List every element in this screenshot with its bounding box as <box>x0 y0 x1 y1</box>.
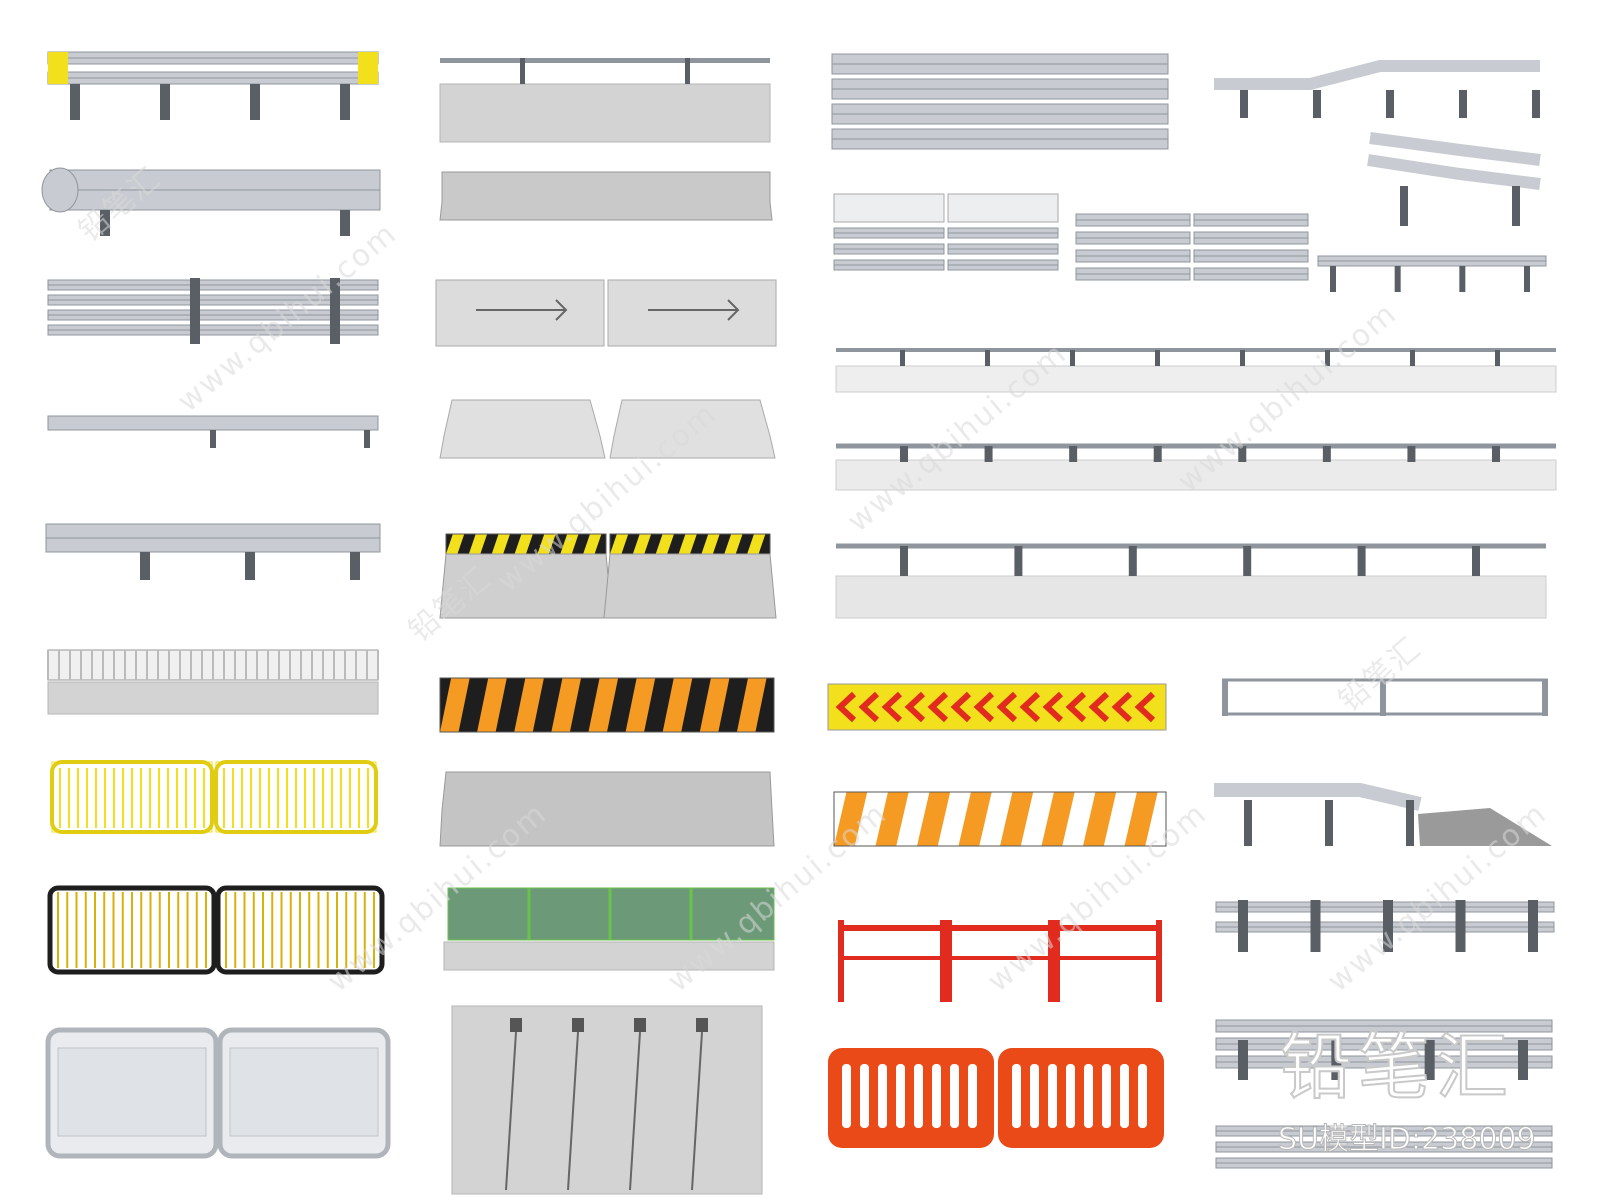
stacked-guardrails <box>1215 1019 1553 1169</box>
w-beam-to-concrete-end <box>1214 783 1552 846</box>
hazard-striped-concrete-barrier <box>439 533 777 619</box>
orange-white-striped-barrier <box>833 791 1167 847</box>
yellow-crowd-barrier <box>50 760 378 834</box>
double-rail-guardrail <box>1215 900 1555 952</box>
red-white-fence-barrier <box>838 920 1162 1002</box>
orange-plastic-barrier <box>828 1048 1164 1148</box>
simple-rail-frame <box>1222 678 1548 716</box>
mesh-and-beam-panels <box>833 193 1309 281</box>
long-concrete-barrier <box>439 771 775 847</box>
model-id-label: SU模型ID:238009 <box>1278 1122 1537 1158</box>
green-mesh-fence-barrier <box>443 887 775 971</box>
w-beam-guardrail-yellow-ends <box>47 51 379 120</box>
concrete-parapet-rail-3 <box>835 543 1547 619</box>
single-w-beam-guardrail <box>45 523 381 580</box>
round-end-w-beam-guardrail <box>41 167 381 236</box>
concrete-jersey-barrier <box>439 171 773 221</box>
low-thin-rail-guardrail <box>47 415 379 448</box>
large-concrete-barrier-blocks <box>451 1005 763 1195</box>
orange-black-striped-barrier <box>439 677 775 733</box>
mesh-panel-barrier <box>45 1027 391 1159</box>
brand-logo: 铅笔汇 <box>1279 1024 1515 1110</box>
four-rail-w-beam-guardrail <box>47 278 379 344</box>
short-thin-rail <box>1317 255 1547 292</box>
black-yellow-crowd-barrier <box>47 885 385 975</box>
concrete-barrier-with-arrows <box>435 279 777 347</box>
curved-w-beam-guardrail <box>1214 60 1540 118</box>
concrete-wall-with-top-rail <box>439 58 771 143</box>
chevron-yellow-red-barrier <box>827 683 1167 731</box>
triple-w-beam-panel <box>831 53 1169 150</box>
mesh-fence-on-curb <box>47 649 379 715</box>
w-beam-terminal-end <box>1367 132 1541 226</box>
concrete-parapet-rail-1 <box>835 348 1557 393</box>
concrete-parapet-rail-2 <box>835 443 1557 491</box>
concrete-barrier-segments <box>439 399 776 459</box>
